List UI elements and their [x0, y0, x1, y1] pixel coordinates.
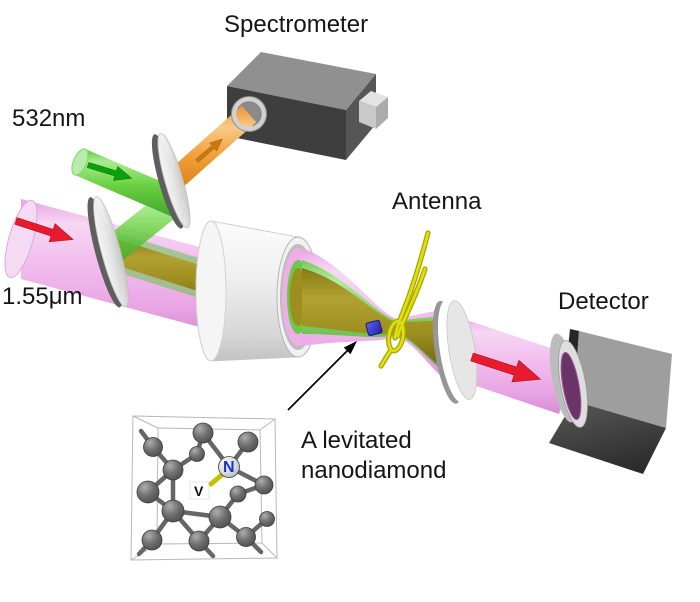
objective-lens: [195, 220, 320, 362]
ir-wavelength-label: 1.55μm: [2, 283, 83, 310]
nitrogen-label: N: [223, 459, 235, 476]
carbon-atoms: [136, 422, 275, 552]
dichroic-mirror-2: [87, 196, 129, 308]
nv-center-model: [130, 415, 278, 561]
trapped-nanodiamond: [365, 319, 383, 337]
collection-lens: [432, 299, 478, 404]
detector-box: [549, 329, 672, 474]
unit-cell-outline: [130, 415, 278, 561]
vacancy-site: [189, 481, 210, 500]
dichroic-mirror-1: [151, 133, 191, 229]
green-wavelength-label: 532nm: [12, 105, 86, 132]
spectrometer-box: [227, 52, 388, 160]
focused-beam: [302, 248, 450, 381]
spectrometer-label: Spectrometer: [224, 11, 369, 38]
spectrometer-connector: [359, 91, 388, 129]
detector-port: [549, 333, 588, 428]
detector-label: Detector: [558, 288, 649, 315]
antenna-label: Antenna: [392, 188, 482, 215]
pointer-arrow: [287, 341, 357, 411]
nitrogen-atom: [218, 456, 240, 478]
antenna-wires: [378, 230, 431, 369]
vacancy-label: V: [194, 483, 204, 499]
green-input-beam: [71, 148, 186, 218]
nanodiamond-caption: A levitated nanodiamond: [301, 427, 447, 484]
fluorescence-beam: [162, 96, 267, 193]
